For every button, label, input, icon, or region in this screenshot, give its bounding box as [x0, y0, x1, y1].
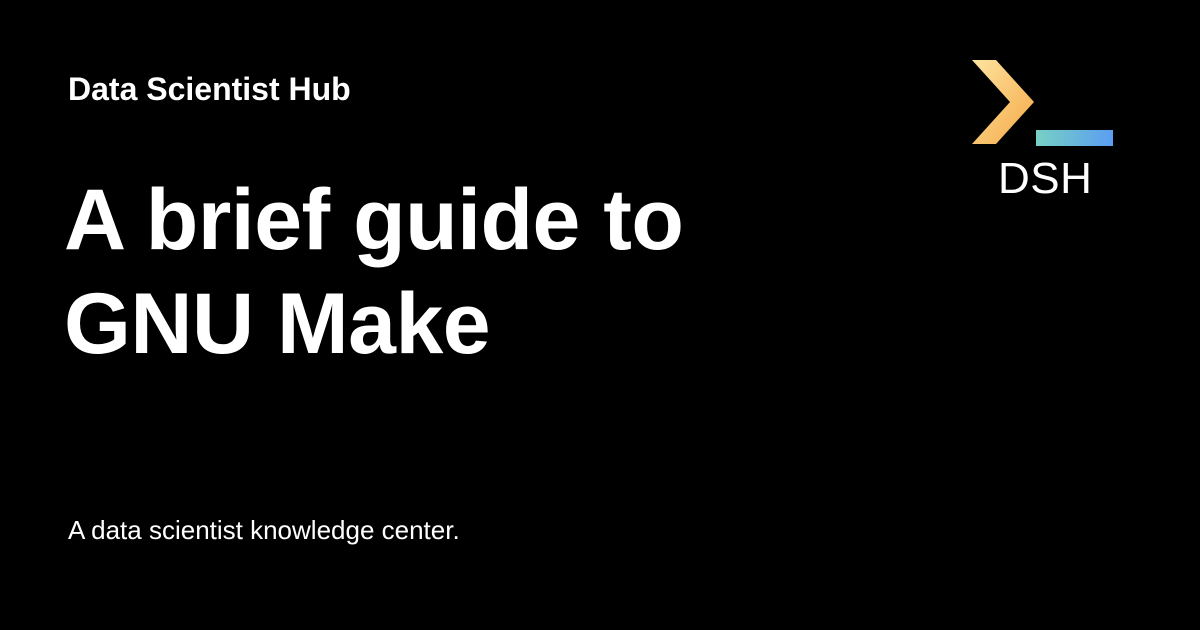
underscore-bar	[1036, 130, 1113, 146]
page-title-line-2: GNU Make	[64, 276, 491, 372]
logo: DSH	[966, 56, 1126, 206]
chevron-right-icon	[972, 60, 1034, 144]
logo-text: DSH	[998, 154, 1093, 203]
tagline: A data scientist knowledge center.	[68, 515, 460, 545]
site-name: Data Scientist Hub	[68, 71, 351, 107]
page-title-line-1: A brief guide to	[64, 172, 684, 268]
page-title: A brief guide to GNU Make	[64, 168, 824, 376]
terminal-prompt-icon	[972, 60, 1113, 146]
